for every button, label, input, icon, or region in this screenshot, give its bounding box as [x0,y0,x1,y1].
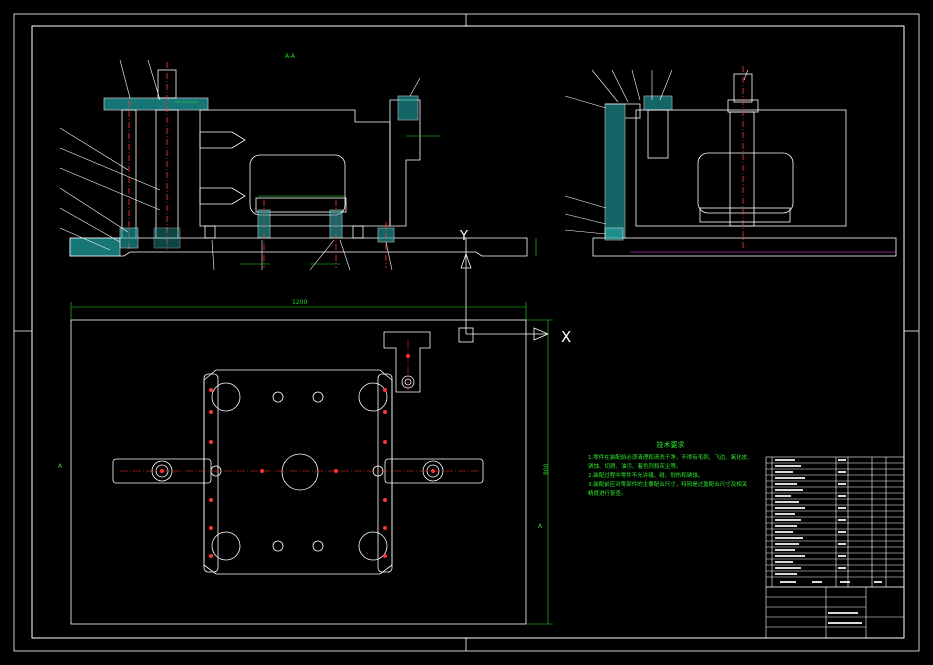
technical-requirement-line: 精度进行复查。 [588,491,627,497]
outer-frame [13,13,920,652]
plan-bolt-holes [160,354,435,558]
section-mark-right: A [538,523,543,530]
plan-view [70,319,527,625]
technical-requirements: 技术要求 1.零件在装配前必须清理和清洗干净，不得有毛刺、飞边、氧化皮、 锈蚀、… [588,440,753,499]
side-view [564,66,897,257]
technical-requirements-title: 技术要求 [656,441,685,449]
front-section-view [59,59,537,271]
centering-marks [14,14,919,651]
inner-frame [31,25,905,639]
bom-text-bars [775,459,882,624]
dim-overall-width: 1200 [292,299,307,306]
technical-requirement-line: 1.零件在装配前必须清理和清洗干净，不得有毛刺、飞边、氧化皮、 [588,455,753,461]
technical-requirement-line: 2.装配过程中零件不允许磕、碰、划伤和锈蚀。 [588,473,704,479]
axis-y-label: Y [459,229,468,244]
technical-requirement-line: 3.装配前应对零部件的主要配合尺寸，特别是过盈配合尺寸及相关 [588,482,748,488]
section-view-label: A-A [285,53,296,60]
plan-dimensions [70,302,553,625]
coordinate-axis-symbol [458,238,550,343]
technical-requirement-line: 锈蚀、切屑、油污、着色剂和灰尘等。 [588,464,682,470]
dim-overall-height: 800 [543,463,550,475]
section-mark-left: A [58,463,63,470]
axis-x-label: X [561,328,571,346]
bill-of-materials [765,456,905,639]
plan-centerlines [120,340,480,472]
